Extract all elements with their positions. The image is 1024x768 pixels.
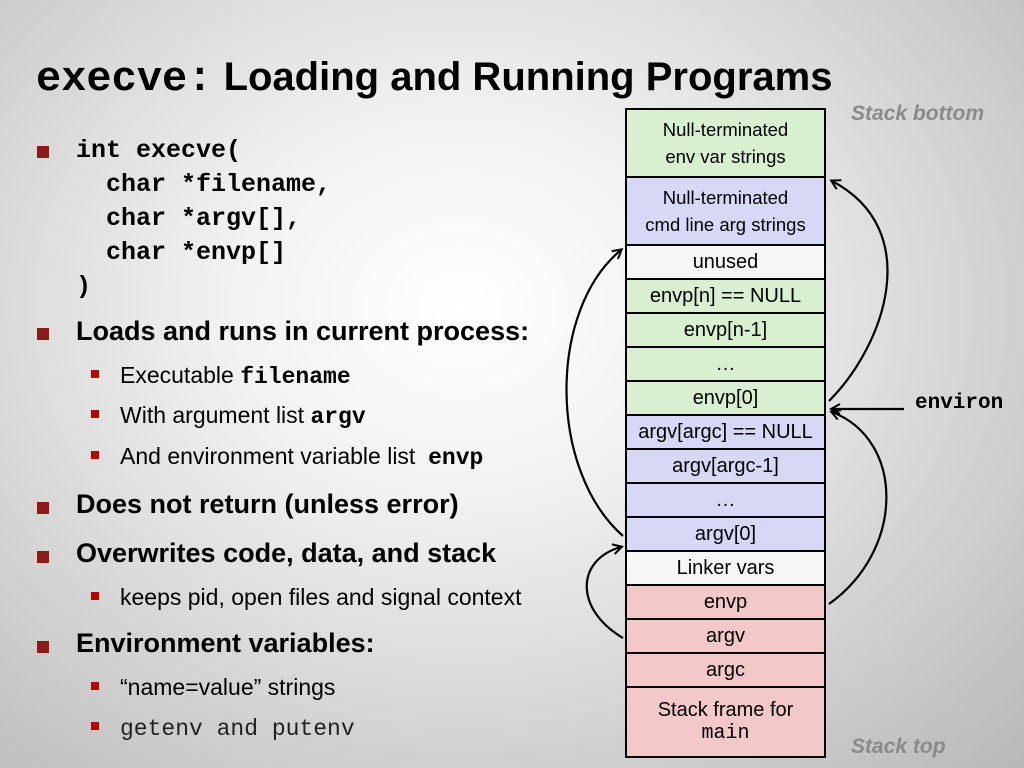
bullet-marker [37, 328, 49, 340]
stack-cell-linker-vars: Linker vars [625, 550, 826, 586]
sub-bullet-marker [91, 722, 99, 730]
env-prefix: And environment variable list [120, 443, 429, 469]
bullet-envp: And environment variable list envp [120, 443, 483, 471]
signature-line-4: char *envp[] [76, 238, 287, 267]
bullet-envvars: Environment variables: [76, 628, 375, 658]
stack-cell-main-frame: Stack frame for main [625, 686, 826, 758]
stack-cell-env-strings: Null-terminated env var strings [625, 108, 826, 178]
argv-code: argv [310, 404, 366, 430]
bullet-keeps: keeps pid, open files and signal context [120, 584, 522, 610]
main-frame-line-1: Stack frame for [657, 699, 794, 721]
stack-cell-envp-n1: envp[n-1] [625, 312, 826, 348]
slide-title: execve: Loading and Running Programs [36, 52, 833, 103]
main-frame-line-2: main [701, 722, 750, 745]
sub-bullet-marker [91, 592, 99, 600]
stack-cell-arg-strings: Null-terminated cmd line arg strings [625, 176, 826, 246]
exec-prefix: Executable [120, 362, 241, 388]
sub-bullet-marker [91, 410, 99, 418]
signature-line-3: char *argv[], [76, 204, 302, 233]
bullet-marker [37, 502, 49, 514]
stack-cell-envp-n: envp[n] == NULL [625, 278, 826, 314]
stack-cell-envp-0: envp[0] [625, 380, 826, 416]
exec-code: filename [240, 364, 351, 390]
arg-strings-line-1: Null-terminated [662, 187, 789, 208]
title-code: execve [36, 55, 188, 103]
signature-line-1: int execve( [76, 136, 242, 165]
bullet-overwrites: Overwrites code, data, and stack [76, 538, 497, 568]
arg-strings-line-2: cmd line arg strings [645, 214, 806, 235]
stack-cell-argv-argc: argv[argc] == NULL [625, 414, 826, 450]
signature-line-2: char *filename, [76, 170, 332, 199]
bullet-loads: Loads and runs in current process: [76, 316, 530, 346]
sub-bullet-marker [91, 451, 99, 459]
env-strings-line-1: Null-terminated [662, 119, 789, 140]
stack-cell-argv-0: argv[0] [625, 516, 826, 552]
stack-cell-envp-ellipsis: … [625, 346, 826, 382]
bullet-no-return: Does not return (unless error) [76, 489, 459, 519]
sub-bullet-marker [91, 682, 99, 690]
bullet-name-value: “name=value” strings [120, 674, 336, 700]
bullet-argv: With argument list argv [120, 402, 366, 430]
argv-to-argv0-arrow [585, 547, 623, 639]
stack-top-label: Stack top [851, 735, 946, 758]
env-strings-line-2: env var strings [665, 146, 786, 167]
bullet-executable: Executable filename [120, 362, 351, 390]
env-code: envp [428, 445, 484, 471]
bullet-marker [37, 641, 49, 653]
bullet-getenv: getenv and putenv [120, 714, 355, 742]
title-text: Loading and Running Programs [212, 55, 833, 99]
signature-line-5: ) [76, 272, 92, 301]
environ-label: environ [915, 392, 1004, 415]
title-separator: : [187, 55, 213, 103]
envp0-to-env-strings-arrow [828, 181, 889, 402]
argv-prefix: With argument list [120, 402, 311, 428]
bullet-marker [37, 146, 49, 158]
getenv-code: getenv and putenv [120, 716, 355, 742]
bullet-marker [37, 551, 49, 563]
sub-bullet-marker [91, 370, 99, 378]
stack-cell-unused: unused [625, 244, 826, 280]
argv0-to-arg-strings-arrow [565, 250, 624, 537]
envp-to-envp0-arrow [828, 412, 888, 605]
stack-bottom-label: Stack bottom [851, 102, 985, 125]
stack-cell-argv: argv [625, 618, 826, 654]
execve-signature: int execve( char *filename, char *argv[]… [76, 134, 331, 304]
